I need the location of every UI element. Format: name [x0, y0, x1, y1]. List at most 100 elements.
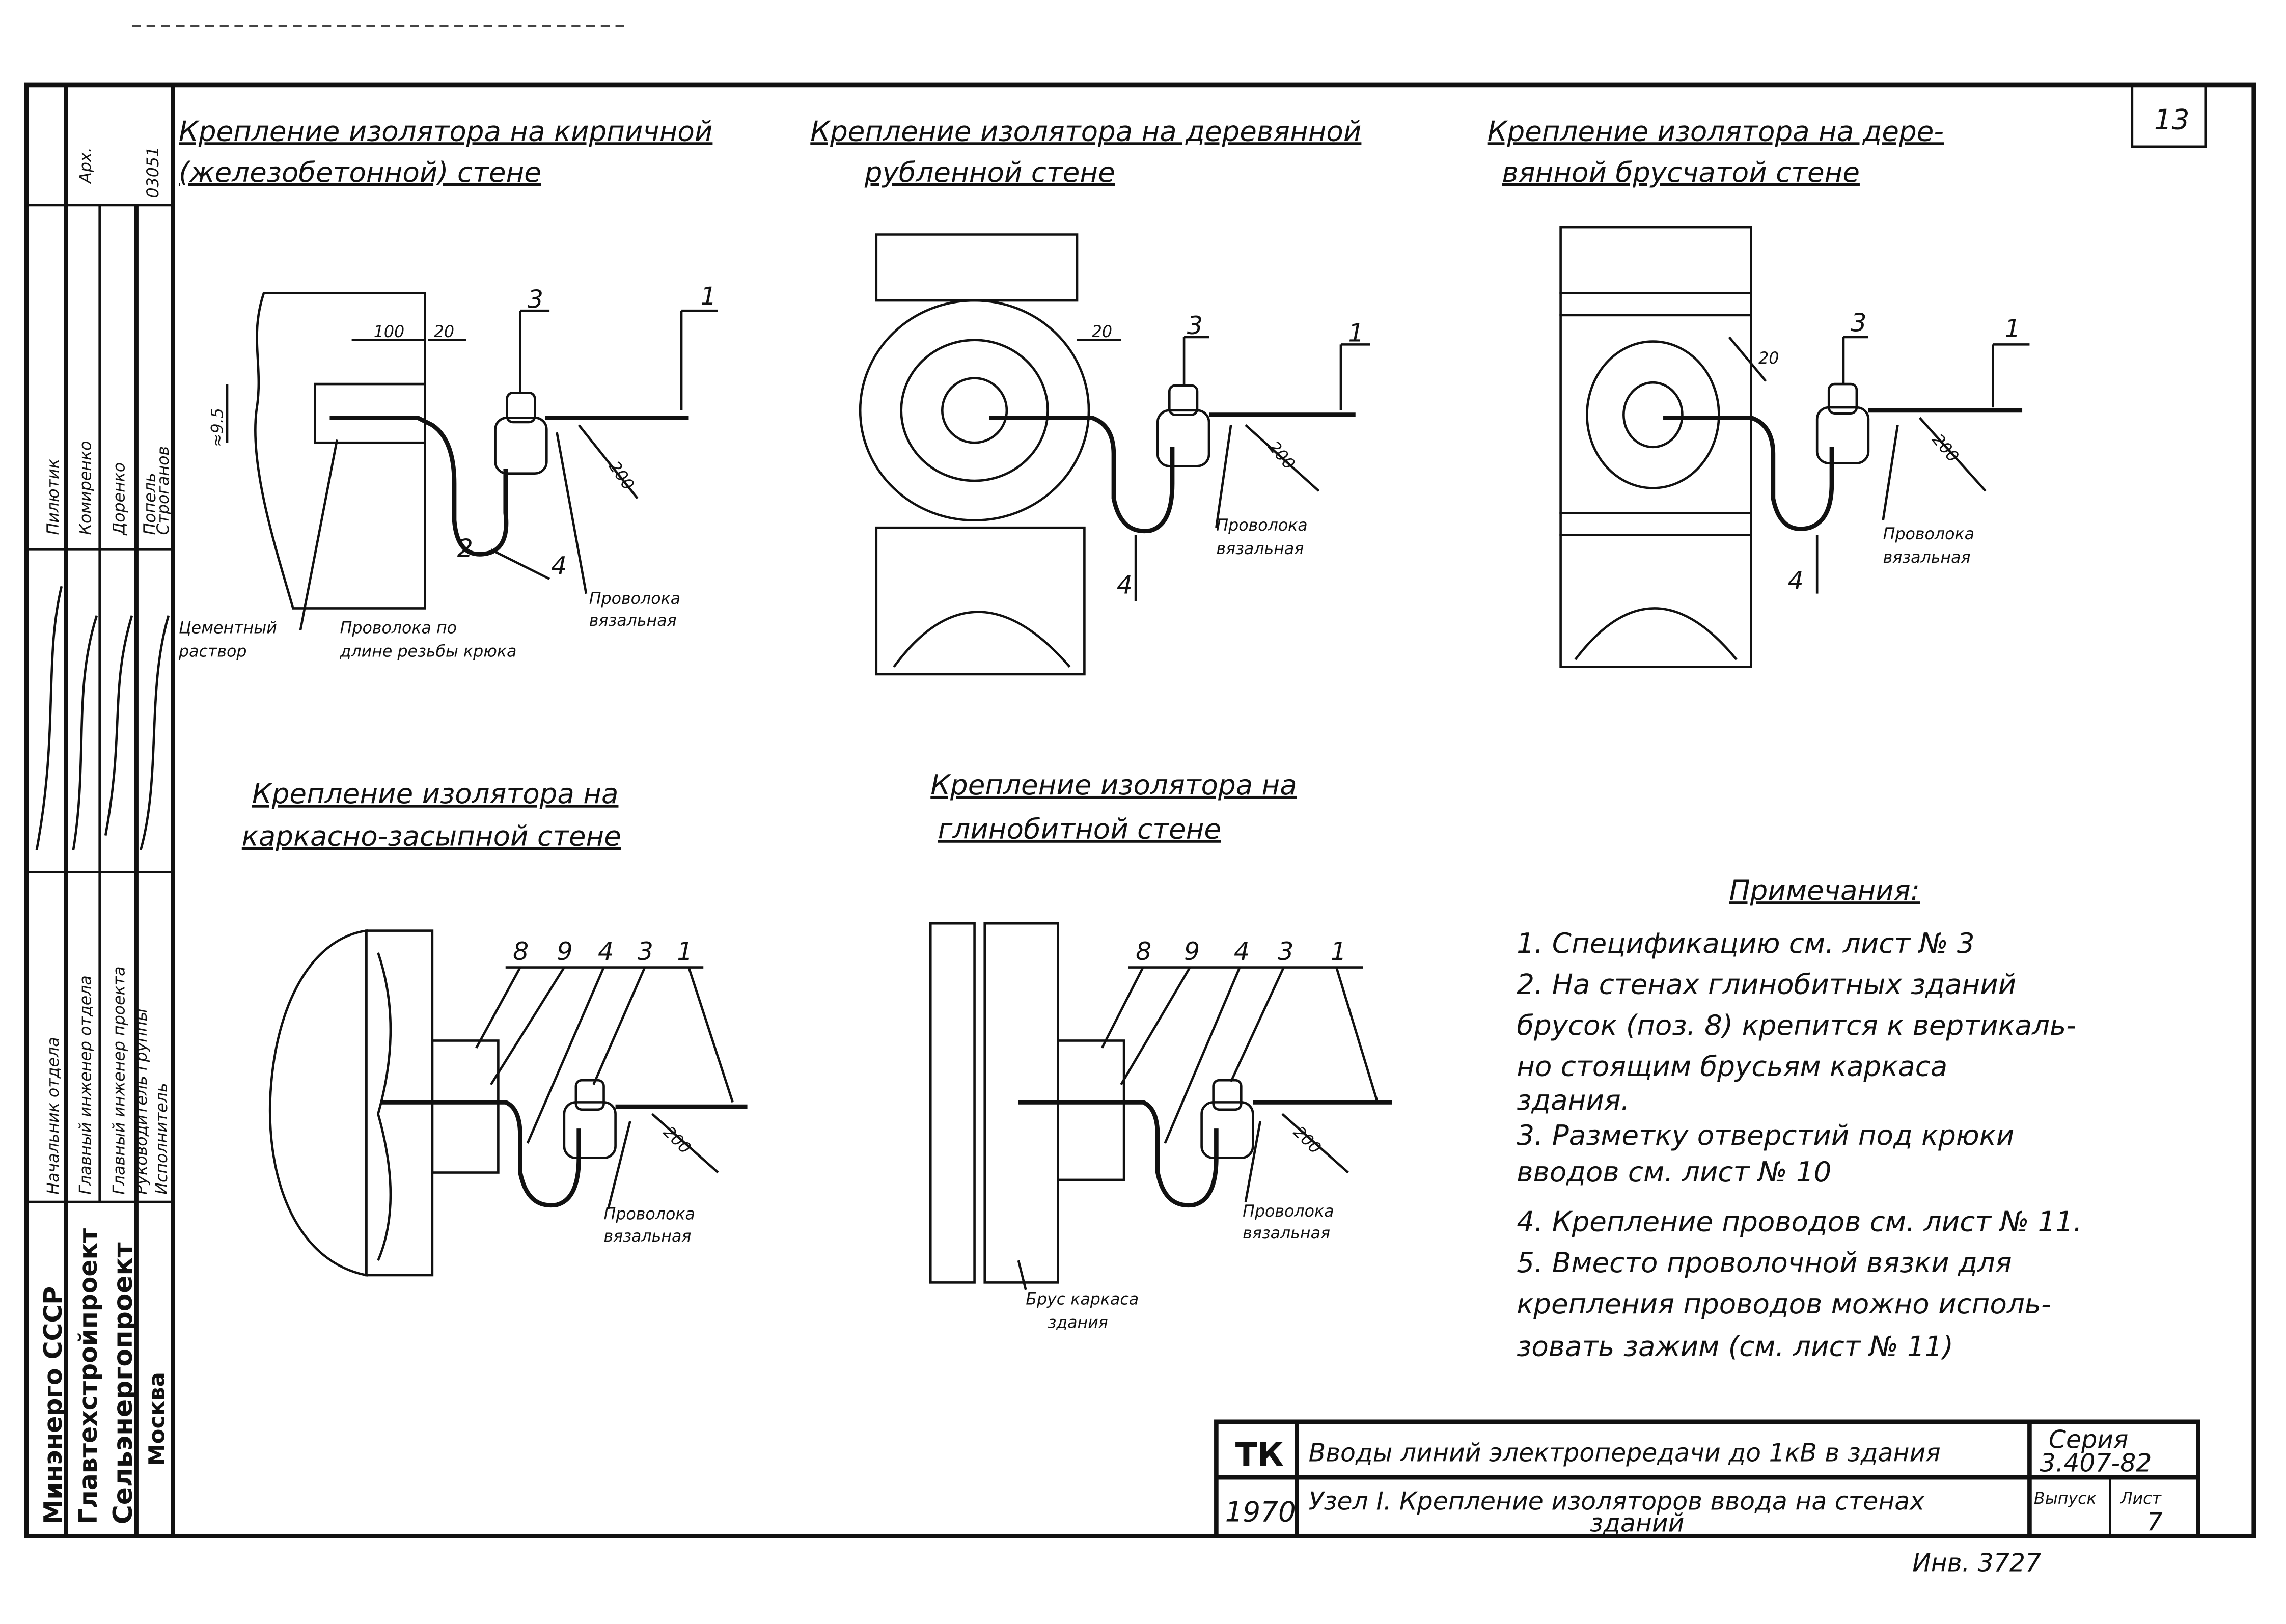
- insulator: [563, 1079, 617, 1160]
- label-wire: Проволока: [1243, 1202, 1334, 1221]
- bar-8: [1057, 1039, 1125, 1181]
- note-line: 3. Разметку отверстий под крюки: [1517, 1119, 2014, 1151]
- page-number: 13: [2154, 103, 2190, 135]
- detail-title: (железобетонной) стене: [179, 156, 541, 188]
- beam-top: [1559, 226, 1752, 294]
- org-ministry: Минэнерго СССР: [39, 1286, 68, 1524]
- note-line: 2. На стенах глинобитных зданий: [1517, 968, 2016, 1000]
- detail-frame-fill-wall: Крепление изолятора на каркасно-засыпной…: [242, 777, 748, 1277]
- label-wire: Проволока: [589, 590, 680, 608]
- detail-brick-wall: Крепление изолятора на кирпичной (железо…: [178, 115, 719, 660]
- detail-log-wall: Крепление изолятора на деревянной рублен…: [810, 115, 1370, 676]
- position-number: 8: [513, 937, 529, 966]
- hook: [329, 415, 509, 557]
- notes: Примечания: 1. Спецификацию см. лист № 3…: [1517, 874, 2082, 1362]
- stamp-role: Главный инженер отдела: [76, 975, 95, 1194]
- stamp-name: Пилютик: [44, 459, 63, 535]
- detail-title: рубленной стене: [864, 156, 1115, 188]
- label-beam: здания: [1048, 1314, 1108, 1332]
- side-stamp: Арх. 03051 Пилютик Комиренко Доренко Поп…: [26, 85, 173, 1536]
- position-number: 2: [457, 534, 473, 563]
- label-wire: вязальная: [1216, 540, 1304, 558]
- note-line: брусок (поз. 8) крепится к вертикаль-: [1517, 1009, 2076, 1041]
- stamp-name: Доренко: [111, 462, 129, 536]
- beam-middle: [1559, 314, 1752, 514]
- label-wire-thread: Проволока по: [340, 619, 457, 637]
- insulator: [1156, 384, 1210, 467]
- note-line: здания.: [1517, 1084, 1630, 1116]
- position-number: 1: [677, 937, 693, 966]
- note-line: 4. Крепление проводов см. лист № 11.: [1517, 1205, 2082, 1238]
- stamp-role: Главный инженер проекта: [111, 966, 129, 1194]
- position-number: 4: [598, 937, 614, 966]
- detail-title: вянной брусчатой стене: [1502, 156, 1860, 188]
- label-wire-thread: длине резьбы крюка: [340, 642, 517, 660]
- issue-label: Выпуск: [2034, 1490, 2097, 1508]
- label-wire: Проволока: [1883, 525, 1974, 543]
- dimension: 20: [1092, 323, 1112, 341]
- dimension: 200: [1289, 1123, 1324, 1158]
- position-number: 4: [1234, 937, 1250, 966]
- series-label: Серия: [2049, 1425, 2128, 1454]
- label-wire: вязальная: [604, 1227, 692, 1246]
- stamp-name: Попель: [141, 473, 159, 535]
- label-beam: Брус каркаса: [1026, 1290, 1139, 1309]
- label-wire: вязальная: [1243, 1224, 1330, 1243]
- inventory-number: Инв. 3727: [1912, 1548, 2041, 1577]
- position-number: 4: [1117, 571, 1133, 600]
- note-line: вводов см. лист № 10: [1517, 1155, 1831, 1188]
- note-line: но стоящим брусьям каркаса: [1517, 1050, 1947, 1083]
- org-institute: Сельэнергопроект: [108, 1242, 139, 1524]
- detail-title: глинобитной стене: [938, 812, 1221, 845]
- position-number: 3: [528, 285, 543, 314]
- detail-title: Крепление изолятора на: [252, 777, 619, 810]
- note-line: зовать зажим (см. лист № 11): [1517, 1330, 1953, 1362]
- position-number: 1: [700, 282, 716, 311]
- label-wire: Проволока: [604, 1205, 695, 1224]
- insulator: [1815, 382, 1870, 464]
- detail-title: Крепление изолятора на кирпичной: [179, 115, 712, 147]
- drawing-title: Вводы линий электропередачи до 1кВ в зда…: [1309, 1439, 1941, 1468]
- bar-8: [431, 1039, 500, 1174]
- stamp-role: Руководитель группы: [132, 1008, 151, 1194]
- cement-mortar: [314, 382, 426, 444]
- detail-title: Крепление изолятора на дере-: [1488, 115, 1944, 147]
- note-line: 1. Спецификацию см. лист № 3: [1517, 927, 1974, 959]
- position-number: 4: [551, 552, 567, 581]
- notes-heading: Примечания:: [1729, 874, 1920, 906]
- dimension: 20: [434, 323, 454, 341]
- hook: [989, 415, 1175, 534]
- sheet-label: Лист: [2120, 1490, 2162, 1508]
- hook: [1663, 415, 1834, 531]
- position-number: 1: [2005, 314, 2021, 343]
- fill-layer: [268, 929, 368, 1277]
- detail-title: Крепление изолятора на деревянной: [810, 115, 1361, 147]
- page-number-box: 13: [2131, 84, 2207, 148]
- detail-beam-wall: Крепление изолятора на дере- вянной брус…: [1488, 115, 2030, 668]
- stamp-name: Комиренко: [76, 441, 95, 535]
- position-number: 4: [1788, 566, 1804, 595]
- detail-adobe-wall: Крепление изолятора на глинобитной стене…: [929, 768, 1392, 1332]
- signatures: [35, 586, 170, 850]
- position-number: 3: [1278, 937, 1293, 966]
- position-number: 8: [1136, 937, 1151, 966]
- label-cement: раствор: [178, 642, 246, 660]
- position-number: 3: [1187, 311, 1203, 340]
- position-number: 1: [1348, 319, 1364, 348]
- drawing-subtitle: зданий: [1590, 1509, 1684, 1538]
- title-block: ТК 1970 Вводы линий электропередачи до 1…: [1214, 1419, 2200, 1538]
- title-year: 1970: [1225, 1496, 1296, 1528]
- hook: [381, 1100, 581, 1208]
- label-wire: Проволока: [1216, 516, 1307, 535]
- dimension: 20: [1758, 349, 1779, 368]
- dimension: 200: [659, 1123, 694, 1158]
- position-number: 9: [1184, 937, 1200, 966]
- hook: [1018, 1100, 1219, 1208]
- sheet-number: 7: [2147, 1507, 2163, 1536]
- label-wire: вязальная: [1883, 548, 1971, 567]
- log-middle: [859, 299, 1090, 522]
- stamp-role: Исполнитель: [153, 1083, 171, 1194]
- drawing-subtitle: Узел I. Крепление изоляторов ввода на ст…: [1309, 1487, 1925, 1516]
- detail-title: Крепление изолятора на: [930, 768, 1297, 801]
- position-number: 3: [1851, 308, 1866, 337]
